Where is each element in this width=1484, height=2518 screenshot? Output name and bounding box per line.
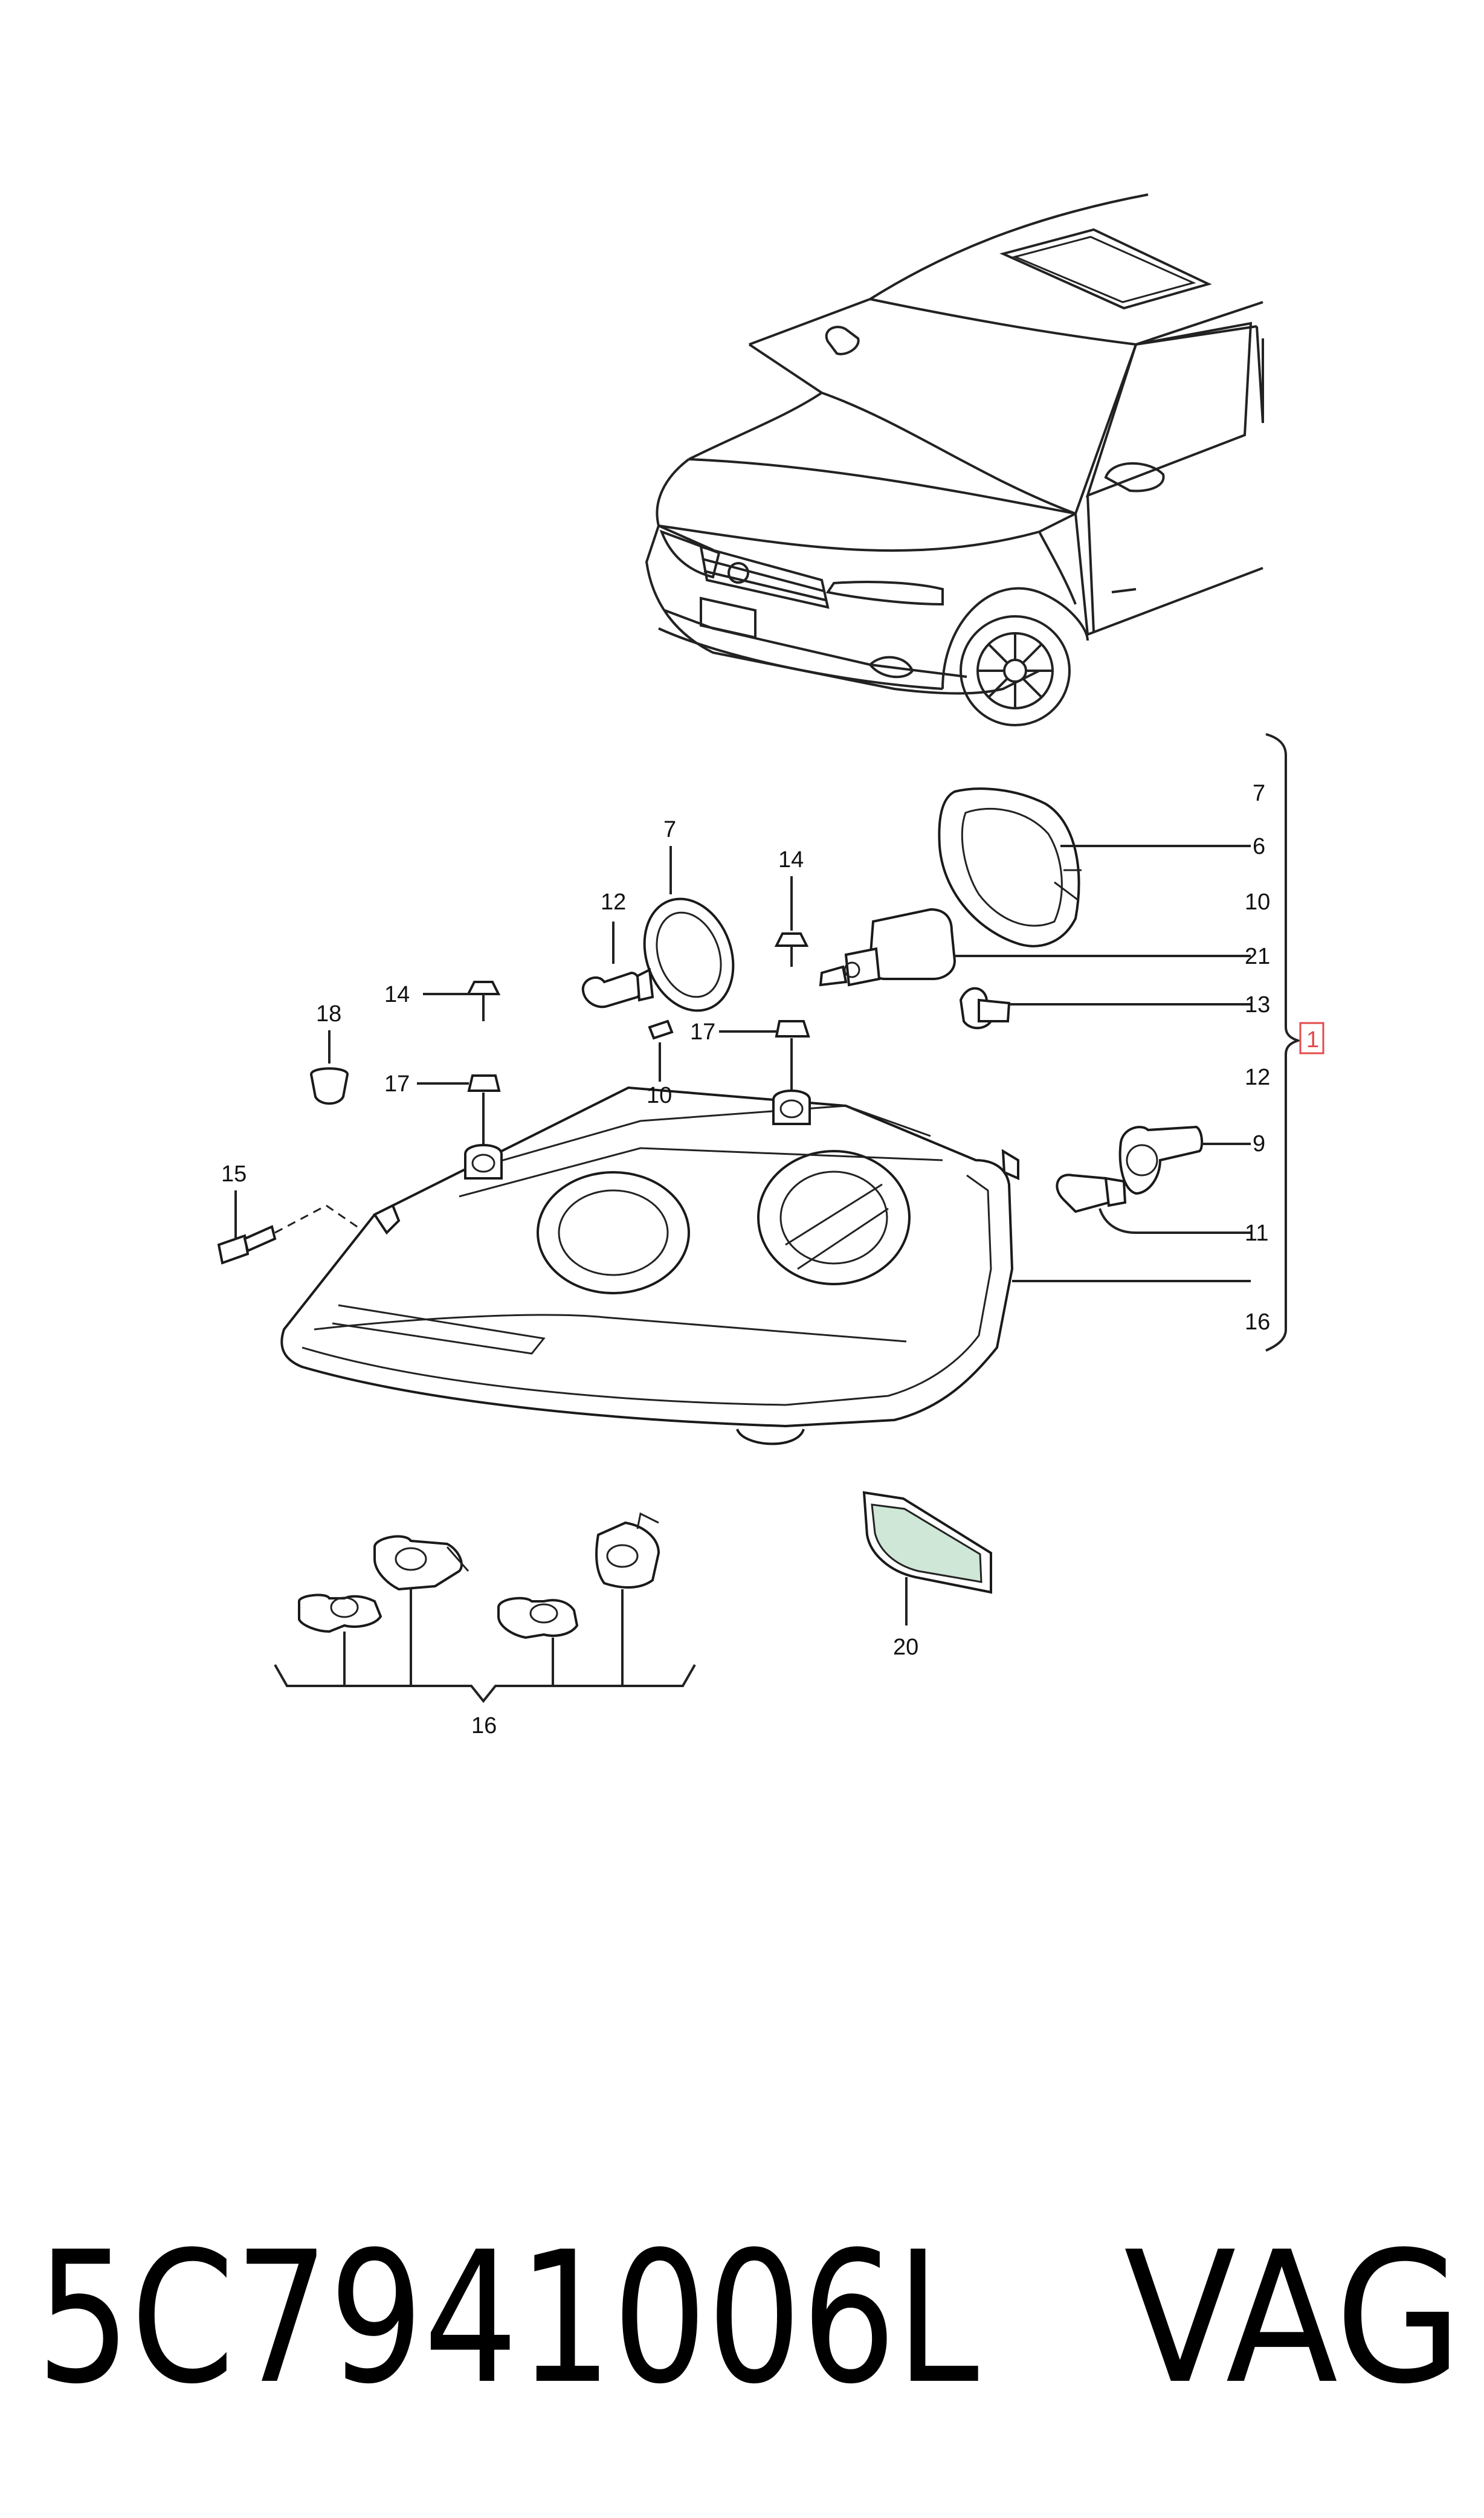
part-6-bulb-cover [938,787,1251,947]
right-callout-6: 6 [1253,834,1265,859]
part-9-bulb-socket [1118,1125,1251,1195]
part-21-leveling-motor [819,908,1251,987]
callout-12-left: 12 [601,889,626,915]
part-10-wedge-bulb [648,1019,674,1082]
brand-label: VAG [1124,2213,1462,2424]
callout-7-top: 7 [663,817,676,842]
callout-14-left: 14 [384,982,410,1007]
part-number: 5C7941006L [36,2213,979,2424]
right-callout-7: 7 [1253,781,1265,806]
part-13-bulb [959,987,1251,1030]
part-7-cap [643,846,735,1012]
callout-17-left: 17 [384,1071,410,1097]
part-14-17-left-fasteners [417,981,501,1154]
right-callout-11: 11 [1245,1221,1268,1246]
callout-10-mid: 10 [647,1083,672,1108]
car-illustration [645,193,1264,726]
part-18-plug [309,1030,349,1105]
right-bracket [1265,733,1302,1352]
right-callout-16: 16 [1245,1309,1270,1335]
callout-1: 1 [1306,1027,1319,1053]
headlight-assembly [280,1086,1251,1445]
callout-labels: 7 12 14 18 14 17 17 10 15 7 6 10 21 13 1… [221,781,1324,1738]
callout-18: 18 [316,1001,341,1027]
callout-15: 15 [221,1161,247,1187]
right-callout-21: 21 [1245,944,1270,969]
callout-14-mid: 14 [778,847,804,873]
bottom-bracket-set [274,1512,696,1703]
right-callout-9: 9 [1253,1131,1265,1157]
callout-20: 20 [893,1635,918,1660]
right-callout-13: 13 [1245,992,1270,1018]
callout-16-bottom: 16 [471,1713,497,1738]
part-11-indicator-bulb [1056,1173,1251,1234]
right-callout-12: 12 [1245,1065,1270,1090]
callout-17-mid: 17 [690,1019,715,1045]
callout-1-box [1299,1022,1324,1054]
part-12-bulb [581,922,654,1009]
right-callout-10: 10 [1245,889,1270,915]
part-20-lens-trim [862,1491,992,1625]
part-14-17-mid-fasteners [719,876,810,1103]
